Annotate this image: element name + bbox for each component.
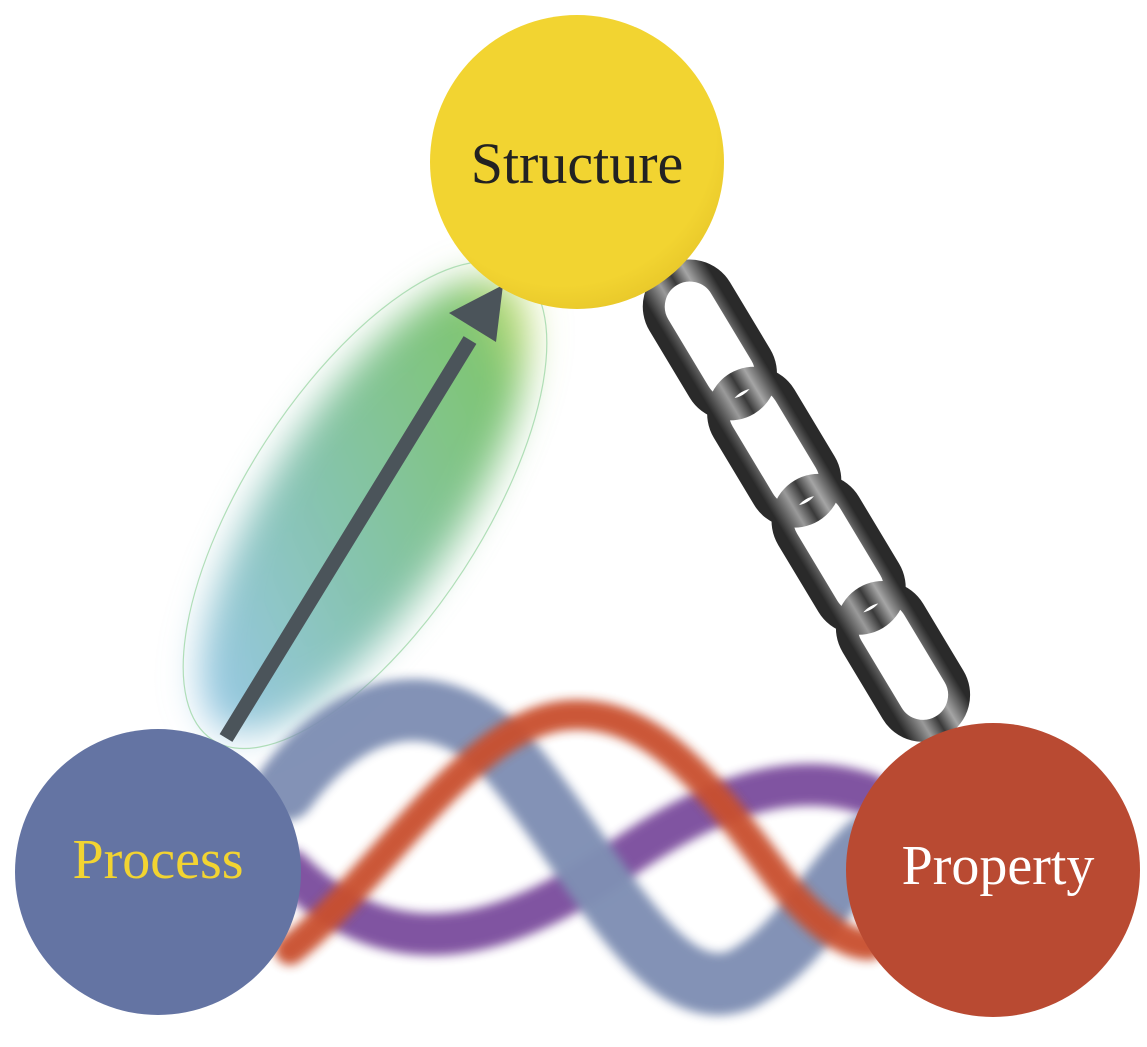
- chain-link: [835, 581, 971, 742]
- process-to-structure-arrow: [219, 285, 503, 742]
- chain-link: [771, 473, 906, 635]
- wave-orange: [275, 699, 885, 965]
- structure-circle: [430, 15, 724, 309]
- structure-node: Structure: [430, 15, 724, 309]
- property-node: Property: [846, 723, 1140, 1017]
- process-node: Process: [15, 729, 301, 1015]
- property-circle: [846, 723, 1140, 1017]
- process-circle: [15, 729, 301, 1015]
- chain-link: [642, 259, 777, 421]
- structure-label: Structure: [471, 131, 684, 196]
- process-property-waves: [254, 678, 901, 1016]
- structure-property-chain: [642, 259, 971, 742]
- wave-blue: [254, 678, 901, 1016]
- process-label: Process: [72, 829, 243, 891]
- property-label: Property: [902, 835, 1095, 897]
- chain-link: [707, 366, 842, 528]
